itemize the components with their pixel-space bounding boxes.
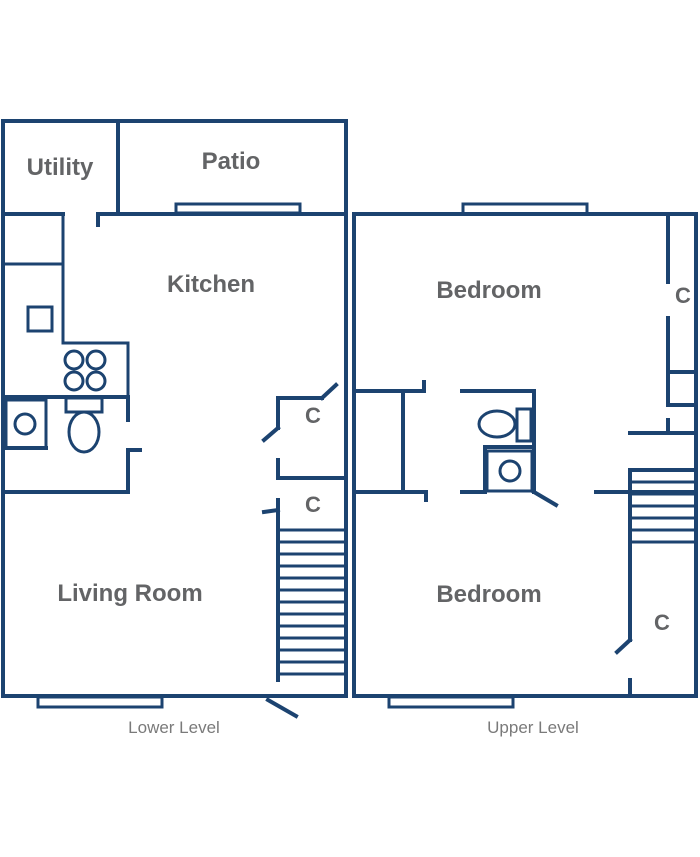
lower-stairs xyxy=(278,528,346,676)
closet-2-wall xyxy=(276,458,348,480)
washer-dryer-icon xyxy=(485,449,534,493)
living-window xyxy=(36,695,164,709)
kitchen-counter xyxy=(61,264,130,399)
closet-label: C xyxy=(305,403,321,428)
bedroom-window-bottom xyxy=(387,695,515,709)
entry-door xyxy=(265,697,299,719)
kitchen-label: Kitchen xyxy=(167,271,255,298)
living-room-label: Living Room xyxy=(57,580,202,607)
lower-outer-wall xyxy=(1,119,348,698)
toilet-bowl-icon xyxy=(67,410,101,454)
upper-level-plan: Bedroom Bedroom C C Upper Level xyxy=(352,202,698,737)
bedroom-window-top xyxy=(461,202,589,216)
washer-dryer-icon xyxy=(4,398,48,450)
upper-closet-2-door xyxy=(614,637,633,655)
patio-window xyxy=(174,202,302,215)
bedroom-2-label: Bedroom xyxy=(436,581,541,608)
bedroom-1-label: Bedroom xyxy=(436,277,541,304)
closet-label: C xyxy=(675,283,691,308)
closet-label: C xyxy=(654,610,670,635)
utility-label: Utility xyxy=(27,154,94,181)
closet-2-door xyxy=(261,507,281,515)
toilet-bowl-icon xyxy=(477,409,517,439)
washer-drum-icon xyxy=(498,459,522,483)
closet-1-door-top xyxy=(319,382,339,401)
lower-level-caption: Lower Level xyxy=(128,718,220,737)
patio-label: Patio xyxy=(202,148,261,175)
closet-label: C xyxy=(305,492,321,517)
upper-left-closet xyxy=(352,389,405,494)
washer-drum-icon xyxy=(13,412,37,436)
upper-stairs xyxy=(630,480,696,544)
closet-1-door xyxy=(261,425,281,443)
upper-bath-wall xyxy=(460,389,536,494)
toilet-tank-icon xyxy=(64,396,104,414)
lower-level-plan: Utility Patio Kitchen Living Room C C Lo… xyxy=(1,119,348,737)
kitchen-counter-top xyxy=(3,214,65,266)
sink-icon xyxy=(26,305,54,333)
stove-icon xyxy=(63,349,107,392)
upper-bath-door xyxy=(531,489,559,508)
closet-1-wall xyxy=(276,396,324,430)
toilet-tank-icon xyxy=(515,407,533,443)
upper-level-caption: Upper Level xyxy=(487,718,579,737)
